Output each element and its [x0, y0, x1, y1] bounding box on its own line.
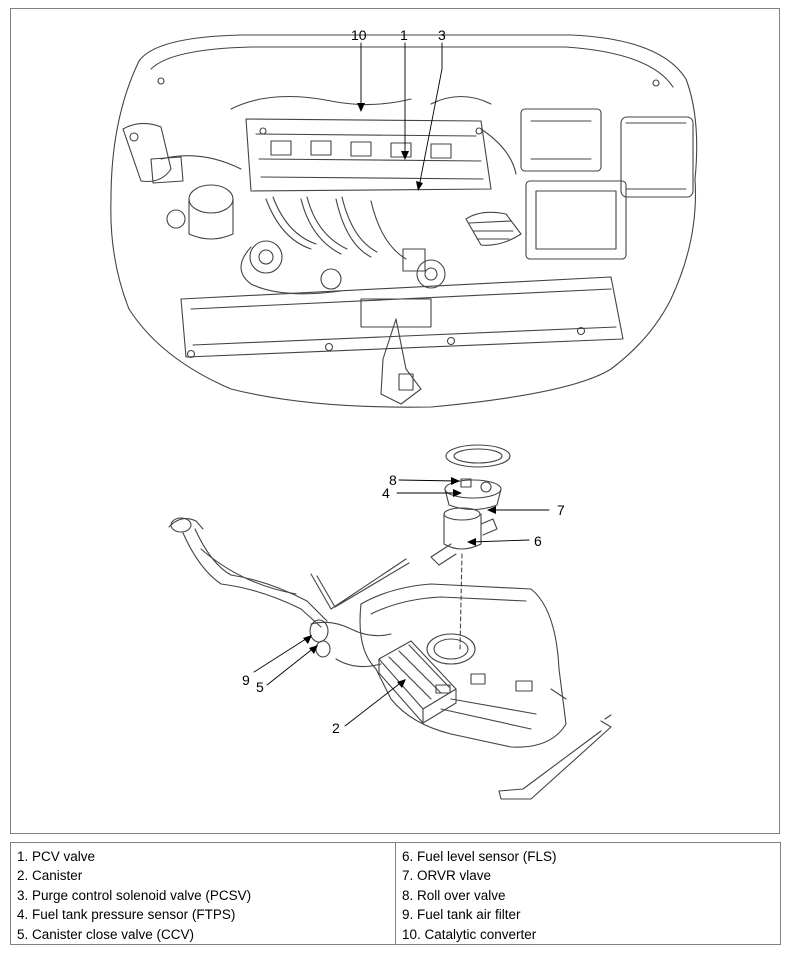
legend-table: 1. PCV valve 2. Canister 3. Purge contro… [10, 842, 781, 945]
legend-item-10: 10. Catalytic converter [402, 926, 537, 942]
legend-item-7: 7. ORVR vlave [402, 868, 492, 884]
callout-leaders [253, 42, 550, 727]
legend-item-8: 8. Roll over valve [402, 887, 506, 903]
legend-item-4: 4. Fuel tank pressure sensor (FTPS) [17, 907, 236, 923]
fuel-system-illustration [168, 444, 612, 800]
callout-1: 1 [400, 27, 408, 43]
legend-item-3: 3. Purge control solenoid valve (PCSV) [17, 887, 252, 903]
callout-5: 5 [256, 679, 264, 695]
callout-labels: 10 1 3 8 4 7 6 9 5 2 [242, 27, 565, 736]
legend-item-1: 1. PCV valve [17, 849, 96, 864]
callout-4: 4 [382, 485, 390, 501]
callout-8: 8 [389, 472, 397, 488]
engine-bay-illustration [110, 34, 698, 408]
callout-10: 10 [351, 27, 367, 43]
legend-column-right: 6. Fuel level sensor (FLS) 7. ORVR vlave… [395, 843, 780, 944]
callout-9: 9 [242, 672, 250, 688]
legend-column-left: 1. PCV valve 2. Canister 3. Purge contro… [11, 843, 395, 944]
figure-frame: 10 1 3 8 4 7 6 9 5 2 [10, 8, 780, 834]
callout-arrowheads [303, 103, 496, 688]
legend-item-2: 2. Canister [17, 868, 83, 884]
callout-7: 7 [557, 502, 565, 518]
legend-item-5: 5. Canister close valve (CCV) [17, 926, 195, 942]
callout-6: 6 [534, 533, 542, 549]
legend-item-9: 9. Fuel tank air filter [402, 907, 521, 923]
evap-system-diagram: 10 1 3 8 4 7 6 9 5 2 [110, 27, 698, 800]
callout-2: 2 [332, 720, 340, 736]
legend-item-6: 6. Fuel level sensor (FLS) [402, 849, 557, 864]
callout-3: 3 [438, 27, 446, 43]
